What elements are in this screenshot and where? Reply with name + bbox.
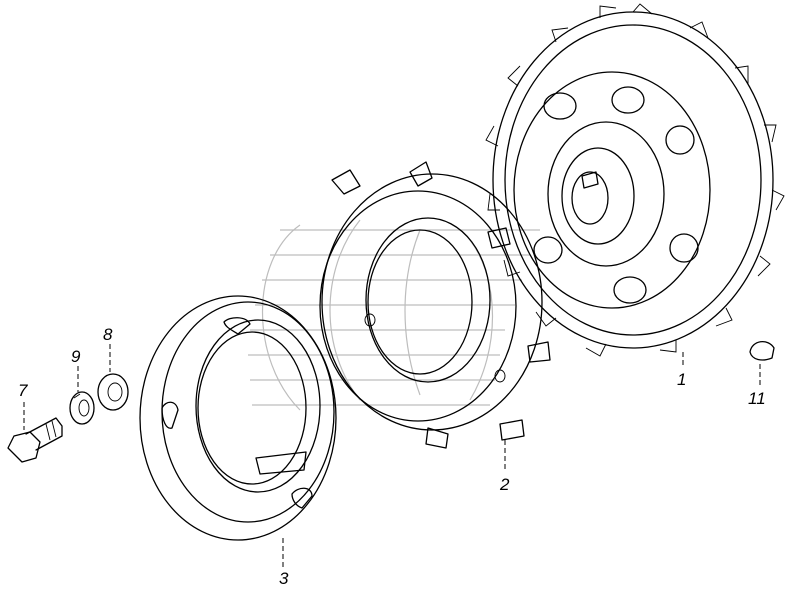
callout-1: 1 <box>677 370 686 389</box>
key-part <box>749 341 775 361</box>
flange-part <box>139 295 337 541</box>
callout-8: 8 <box>103 325 113 344</box>
callout-9: 9 <box>71 347 81 366</box>
leader-lines <box>23 344 761 568</box>
callout-11: 11 <box>748 389 766 408</box>
washer-part <box>97 373 129 411</box>
callout-7: 7 <box>18 381 28 400</box>
watermark-logo <box>248 219 540 411</box>
lock-washer-part <box>69 391 95 425</box>
ring-part <box>319 161 551 449</box>
gear-part <box>485 3 785 357</box>
callout-2: 2 <box>499 475 510 494</box>
callout-3: 3 <box>279 569 289 588</box>
bolt-part <box>7 417 63 463</box>
